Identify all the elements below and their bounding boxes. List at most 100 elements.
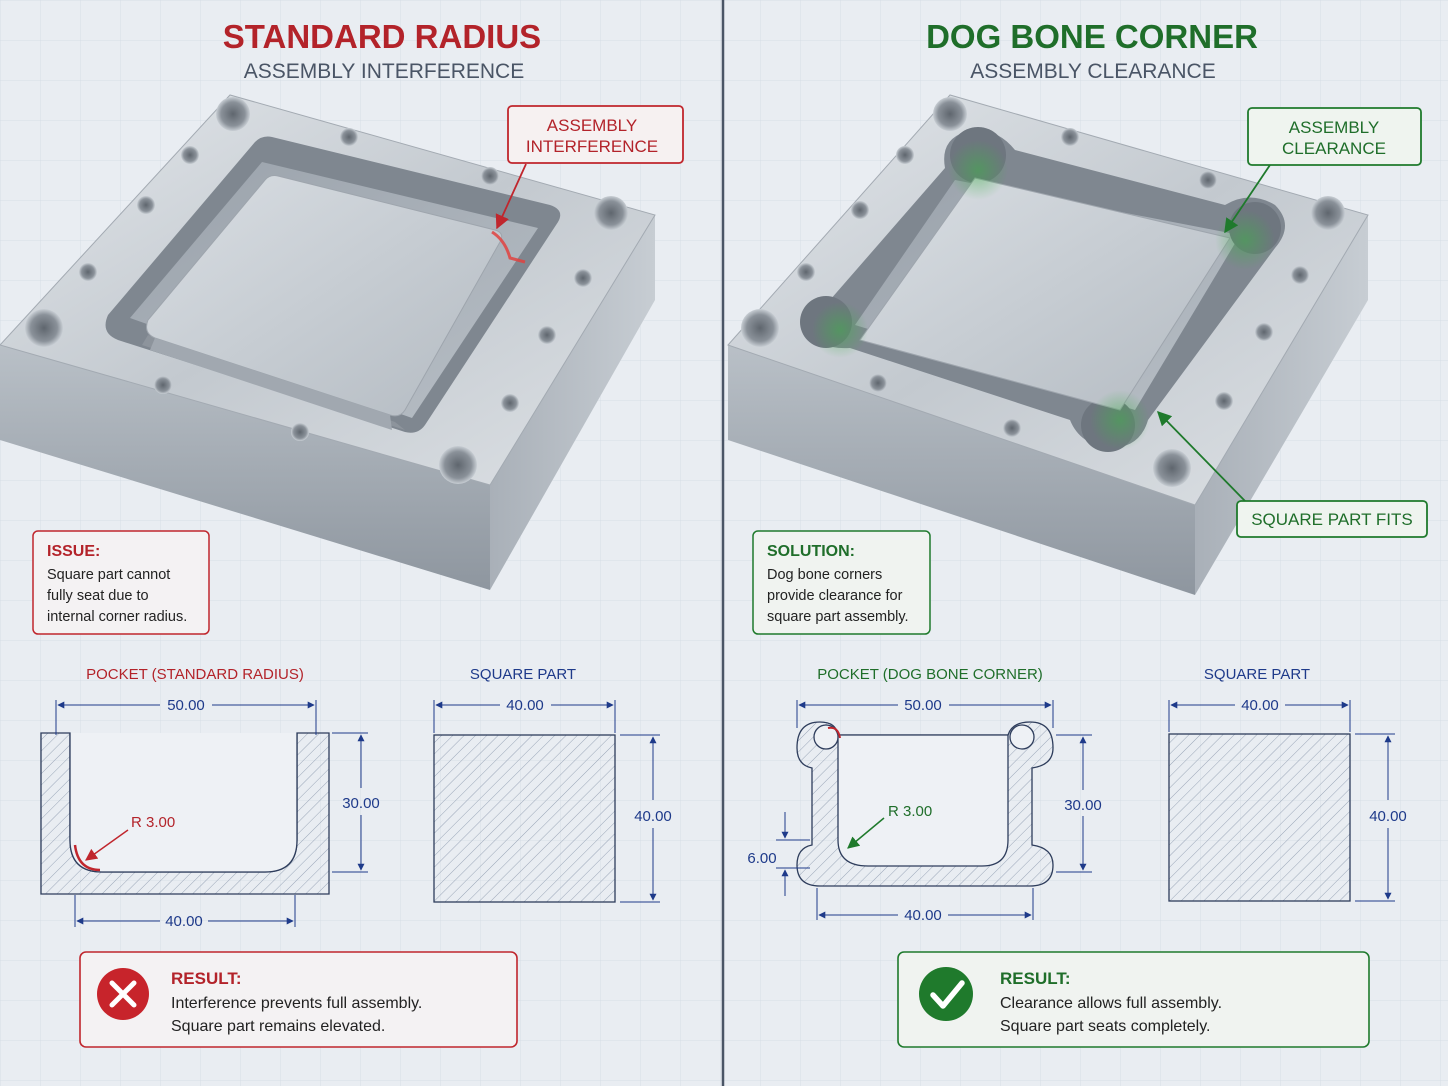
interference-callout-line1: ASSEMBLY	[547, 116, 637, 135]
dim-pocket-bottom: 40.00	[904, 907, 942, 924]
issue-line: Square part cannot	[47, 567, 170, 583]
right-panel: DOG BONE CORNER ASSEMBLY CLEARANCE	[727, 18, 1428, 1048]
tapped-hole	[538, 326, 556, 344]
interference-callout-line2: INTERFERENCE	[526, 137, 658, 156]
square-part-section	[433, 734, 616, 903]
counterbore-hole	[25, 309, 63, 347]
result-fail-line: Square part remains elevated.	[171, 1018, 385, 1035]
radius-leader	[85, 829, 129, 861]
solution-heading: SOLUTION:	[767, 543, 855, 560]
issue-line: fully seat due to	[47, 588, 149, 604]
right-title: DOG BONE CORNER	[926, 18, 1258, 55]
counterbore-hole	[1311, 196, 1345, 230]
dim-pocket-width: 50.00	[167, 697, 205, 714]
dim-pocket-bottom: 40.00	[165, 913, 203, 930]
issue-box	[32, 530, 210, 635]
dim-part-width: 40.00	[1241, 697, 1279, 714]
part-front-edge	[150, 338, 392, 430]
clearance-callout	[1247, 107, 1422, 166]
corner-highlight	[827, 726, 841, 739]
tapped-hole	[181, 146, 199, 164]
x-mark-icon	[109, 980, 137, 1008]
dim-radius: R 3.00	[131, 814, 175, 831]
dim-part-width: 40.00	[506, 697, 544, 714]
dog-bone-block	[727, 94, 1369, 595]
tapped-hole	[501, 394, 519, 412]
tapped-hole	[1199, 171, 1217, 189]
tapped-hole	[1003, 419, 1021, 437]
dog-bone-corner	[813, 724, 839, 750]
block-side-face	[490, 215, 655, 590]
pocket-cavity-outline	[69, 733, 298, 873]
block-front-face	[728, 345, 1195, 595]
dim-part-height: 40.00	[1369, 808, 1407, 825]
tapped-hole	[137, 196, 155, 214]
check-mark-icon	[930, 980, 965, 1009]
dim-side-relief: 6.00	[747, 850, 776, 867]
solution-line: square part assembly.	[767, 609, 909, 625]
left-subtitle: ASSEMBLY INTERFERENCE	[244, 60, 524, 83]
tapped-hole	[1215, 392, 1233, 410]
dog-bone-corner	[1009, 724, 1035, 750]
tapped-hole	[154, 376, 172, 394]
tapped-hole	[1255, 323, 1273, 341]
check-circle-icon	[919, 967, 973, 1021]
solution-box	[752, 530, 931, 635]
tapped-hole	[340, 128, 358, 146]
clearance-glow	[812, 302, 868, 358]
standard-radius-block	[0, 94, 656, 590]
tapped-hole	[851, 201, 869, 219]
left-panel: STANDARD RADIUS ASSEMBLY INTERFERENCE	[0, 18, 684, 1048]
tapped-hole	[481, 167, 499, 185]
radius-highlight	[73, 844, 101, 872]
issue-heading: ISSUE:	[47, 543, 100, 560]
result-box-pass	[897, 951, 1370, 1048]
counterbore-hole	[216, 97, 250, 131]
counterbore-hole	[439, 446, 477, 484]
pocket-dogbone-label: POCKET (DOG BONE CORNER)	[817, 666, 1043, 683]
dim-part-height: 40.00	[634, 808, 672, 825]
tapped-hole	[79, 263, 97, 281]
result-fail-line: Interference prevents full assembly.	[171, 995, 422, 1012]
dim-radius: R 3.00	[888, 803, 932, 820]
clearance-callout-line1: ASSEMBLY	[1289, 118, 1379, 137]
issue-line: internal corner radius.	[47, 609, 187, 625]
block-side-face	[1195, 215, 1368, 595]
square-part-label: SQUARE PART	[1204, 666, 1310, 683]
counterbore-hole	[594, 196, 628, 230]
clearance-leader	[1224, 164, 1271, 234]
counterbore-hole	[933, 97, 967, 131]
counterbore-hole	[741, 309, 779, 347]
square-part-fits-callout	[1236, 500, 1428, 538]
block-front-face	[0, 345, 490, 590]
square-part-label: SQUARE PART	[470, 666, 576, 683]
tapped-hole	[1061, 128, 1079, 146]
result-pass-line: Square part seats completely.	[1000, 1018, 1210, 1035]
radius-leader	[847, 817, 885, 849]
clearance-glow	[1215, 210, 1275, 270]
left-title: STANDARD RADIUS	[223, 18, 541, 55]
interference-callout	[507, 105, 684, 164]
solution-line: Dog bone corners	[767, 567, 882, 583]
dim-pocket-width: 50.00	[904, 697, 942, 714]
pocket-cavity	[837, 734, 1009, 867]
counterbore-hole	[1153, 449, 1191, 487]
result-fail-heading: RESULT:	[171, 969, 242, 988]
clearance-callout-line2: CLEARANCE	[1282, 139, 1386, 158]
tapped-hole	[797, 263, 815, 281]
result-pass-line: Clearance allows full assembly.	[1000, 995, 1222, 1012]
tapped-hole	[574, 269, 592, 287]
dim-pocket-depth: 30.00	[1064, 797, 1102, 814]
solution-line: provide clearance for	[767, 588, 903, 604]
square-part	[146, 175, 503, 417]
tapped-hole	[896, 146, 914, 164]
right-subtitle: ASSEMBLY CLEARANCE	[970, 60, 1215, 83]
square-part-fits-text: SQUARE PART FITS	[1251, 510, 1413, 529]
result-box-fail	[79, 951, 518, 1048]
interference-highlight	[491, 230, 526, 264]
interference-leader	[495, 163, 527, 230]
result-pass-heading: RESULT:	[1000, 969, 1071, 988]
tapped-hole	[1291, 266, 1309, 284]
clearance-glow	[1090, 390, 1150, 450]
